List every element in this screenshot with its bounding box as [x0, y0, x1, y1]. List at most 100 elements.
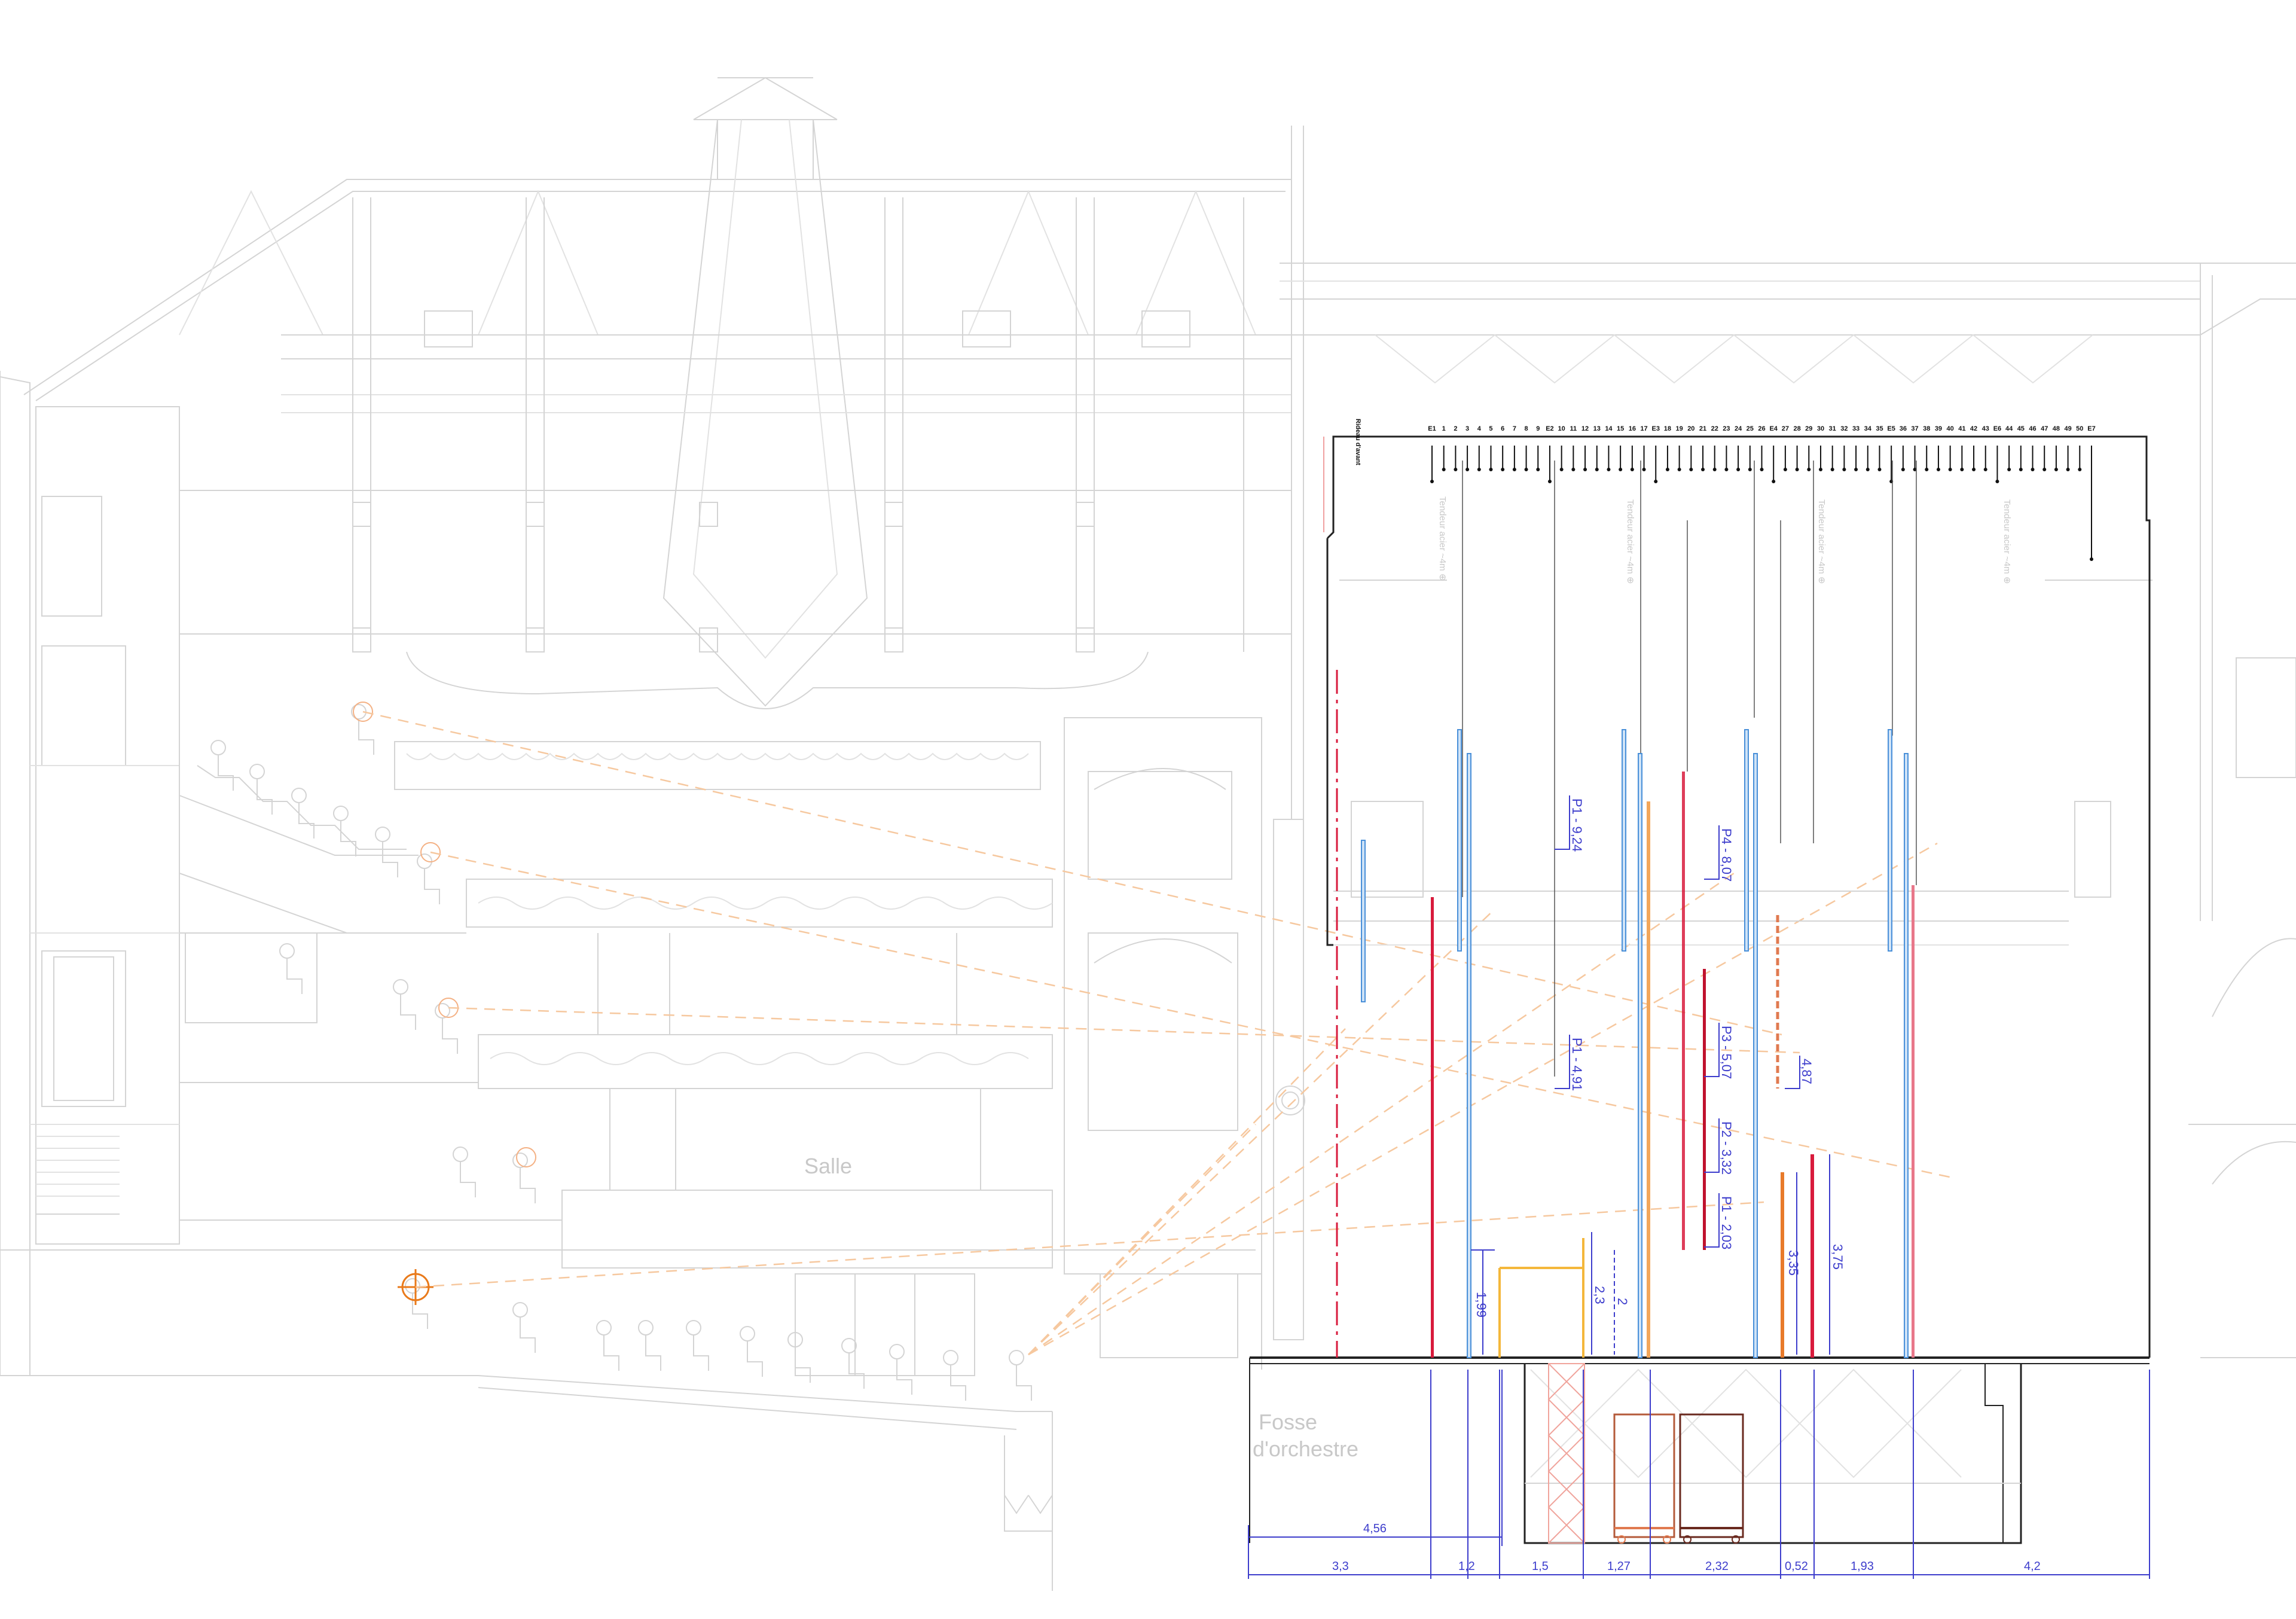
fly-bar-label: 38 — [1923, 425, 1930, 432]
fly-bar-end — [1783, 468, 1787, 471]
fly-bar-label: 20 — [1687, 425, 1694, 432]
red-pole-1 — [1431, 897, 1434, 1358]
fly-bar-label: 43 — [1982, 425, 1989, 432]
blue-pole-8 — [1888, 729, 1892, 952]
fly-bar-end — [1983, 468, 1987, 471]
dim-segment-8: 4,2 — [2024, 1560, 2041, 1573]
audience-figures — [210, 702, 1053, 1514]
label-487: 4,87 — [1799, 1059, 1814, 1084]
fly-bar-label: 32 — [1840, 425, 1848, 432]
suspended-poles — [1323, 437, 1917, 1358]
label-2: 2 — [1615, 1298, 1630, 1305]
fly-bar-end — [1972, 468, 1976, 471]
fly-bar-label: 15 — [1617, 425, 1624, 432]
fly-bar-end — [1830, 468, 1834, 471]
yellow-frame — [1498, 1238, 1584, 1358]
fly-bar-label: 9 — [1536, 425, 1540, 432]
fly-bar-label: 44 — [2005, 425, 2013, 432]
tendeur-label-4: Tendeur acier ~4m ⊕ — [2002, 499, 2012, 584]
tendeur-label-2: Tendeur acier ~4m ⊕ — [1625, 499, 1635, 584]
fly-bar-label: 37 — [1911, 425, 1918, 432]
fly-bar-end — [2054, 468, 2058, 471]
blue-pole-5 — [1638, 753, 1642, 1358]
label-p1-203: P1 - 2,03 — [1719, 1196, 1734, 1249]
fly-bar-end — [1925, 468, 1929, 471]
fly-bar-label: E5 — [1887, 425, 1895, 432]
red-pole-3 — [1703, 969, 1706, 1250]
fly-bar-label: 24 — [1735, 425, 1742, 432]
fosse-label-line2: d'orchestre — [1253, 1437, 1358, 1461]
fly-bar-label: 11 — [1570, 425, 1577, 432]
fly-bar-end — [1795, 468, 1799, 471]
fly-bar-end — [1665, 468, 1669, 471]
fly-bar-end — [1960, 468, 1964, 471]
fly-bar-label: 47 — [2041, 425, 2048, 432]
blue-pole-7 — [1753, 753, 1758, 1358]
blue-pole-6 — [1744, 729, 1749, 952]
fly-bar-label: 45 — [2017, 425, 2025, 432]
fly-bar-label: 50 — [2076, 425, 2083, 432]
fly-bar-label: 33 — [1852, 425, 1860, 432]
label-375: 3,75 — [1830, 1244, 1845, 1270]
fly-bar-end — [1913, 468, 1917, 471]
fly-bar-end — [1948, 468, 1952, 471]
dimension-chain — [1248, 1370, 2150, 1579]
fly-bar-end — [1877, 468, 1882, 471]
fly-bar-label: 6 — [1501, 425, 1504, 432]
fly-bar-end — [1724, 468, 1729, 471]
fly-bar-end — [1901, 468, 1905, 471]
fly-bar-label: E7 — [2087, 425, 2095, 432]
fly-bar-label: 40 — [1947, 425, 1954, 432]
fly-bar-end — [1501, 468, 1505, 471]
fly-bar-label: 10 — [1558, 425, 1565, 432]
fly-bar-end — [1748, 468, 1752, 471]
blue-pole-2 — [1457, 729, 1462, 952]
tendeur-label-3: Tendeur acier ~4m ⊕ — [1816, 499, 1827, 584]
fly-bar-end — [1760, 468, 1764, 471]
fly-bar-end — [1736, 468, 1741, 471]
blue-pole-3 — [1467, 753, 1471, 1358]
fly-bar-end — [1642, 468, 1646, 471]
fly-bar-label: 31 — [1829, 425, 1836, 432]
label-335: 3,35 — [1786, 1250, 1801, 1276]
stage-house: Fosse d'orchestre Rideau d'avant Tendeur… — [1249, 263, 2296, 1544]
fly-bar-end — [1866, 468, 1870, 471]
fly-bar-end — [2078, 468, 2082, 471]
fly-bar-label: 22 — [1711, 425, 1718, 432]
fly-bar-label: 26 — [1758, 425, 1765, 432]
red-pole-2 — [1682, 772, 1685, 1250]
dim-segment-6: 0,52 — [1785, 1560, 1808, 1573]
fly-bar-end — [1442, 468, 1446, 471]
fly-bar-label: 21 — [1699, 425, 1706, 432]
fly-bar-label: 42 — [1970, 425, 1977, 432]
fly-bar-end — [1654, 480, 1658, 483]
fly-bar-label: 3 — [1465, 425, 1469, 432]
fly-bar-end — [1559, 468, 1564, 471]
fly-bar-label: E1 — [1428, 425, 1436, 432]
fly-bar-end — [1772, 480, 1776, 483]
fly-bar-end — [1712, 468, 1717, 471]
red-pole-4 — [1810, 1154, 1814, 1358]
fly-bar-end — [2090, 557, 2093, 561]
fly-bar-label: 5 — [1489, 425, 1492, 432]
fly-bar-end — [1995, 480, 1999, 483]
fly-bar-label: 4 — [1477, 425, 1482, 432]
label-199: 1,99 — [1474, 1292, 1489, 1318]
fly-bar-label: 25 — [1747, 425, 1754, 432]
fly-bar-label: 7 — [1513, 425, 1516, 432]
fly-bar-end — [2031, 468, 2035, 471]
fly-bar-label: E3 — [1651, 425, 1659, 432]
fly-bar-label: 23 — [1723, 425, 1730, 432]
dim-segment-7: 1,93 — [1851, 1560, 1874, 1573]
fly-bar-label: 19 — [1676, 425, 1683, 432]
fly-bar-end — [1619, 468, 1623, 471]
fly-bar-end — [2042, 468, 2047, 471]
dim-segment-5: 2,32 — [1705, 1560, 1729, 1573]
fly-bar-end — [2066, 468, 2070, 471]
pole-height-labels: P1 - 9,24 P1 - 4,91 P4 - 8,07 P3 - 5,07 … — [1471, 795, 1845, 1355]
fly-bar-label: 17 — [1640, 425, 1647, 432]
fly-bar-end — [1536, 468, 1540, 471]
fly-bar-end — [1465, 468, 1470, 471]
fly-bar-end — [1524, 468, 1528, 471]
